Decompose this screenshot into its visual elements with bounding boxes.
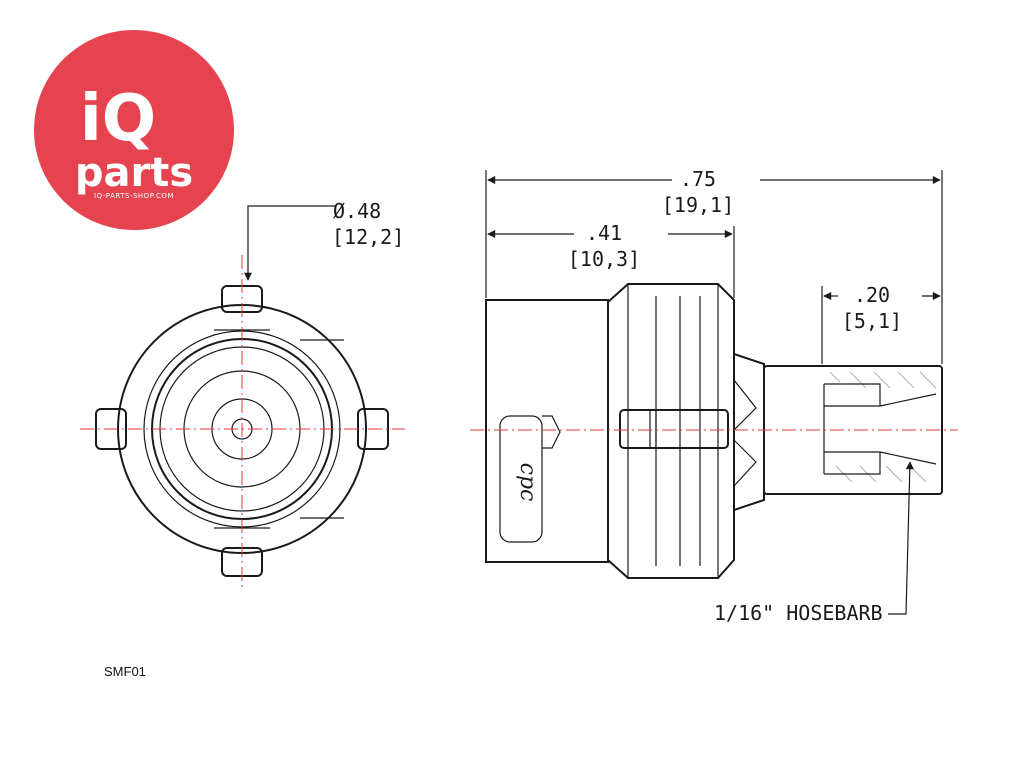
side-view: cpc .75 [19,1] .41 [10,3] .20 [5,1] (470, 167, 958, 625)
neck-cone (733, 379, 757, 487)
barb-mm-label: [5,1] (842, 309, 902, 333)
body-inch-label: .41 (586, 221, 622, 245)
cpc-mark: cpc (515, 463, 540, 502)
diameter-inch-label: Ø.48 (333, 199, 381, 223)
body-mm-label: [10,3] (568, 247, 640, 271)
logo-site-text: IQ-PARTS-SHOP.COM (94, 192, 174, 200)
front-view: Ø.48 [12,2] (80, 199, 405, 590)
grip-ridges (627, 284, 719, 578)
overall-mm-label: [19,1] (662, 193, 734, 217)
barb-inch-label: .20 (854, 283, 890, 307)
latch-button (619, 409, 729, 449)
hosebarb-callout: 1/16" HOSEBARB (714, 601, 883, 625)
logo-parts-text: parts (75, 150, 193, 196)
diameter-leader (244, 205, 335, 281)
logo-slot (499, 415, 543, 543)
logo-circle (34, 30, 234, 230)
diameter-mm-label: [12,2] (332, 225, 404, 249)
iq-parts-logo: iQ parts IQ-PARTS-SHOP.COM (34, 30, 234, 230)
grip-collar (607, 283, 735, 579)
part-code: SMF01 (104, 664, 146, 679)
female-body (485, 299, 609, 563)
neck (733, 353, 765, 511)
extension-lines (485, 170, 943, 364)
barb-hatch (829, 371, 937, 483)
left-lug (95, 408, 127, 450)
barb-profile (823, 374, 943, 486)
logo-iq-text: iQ (80, 82, 156, 156)
overall-inch-label: .75 (680, 167, 716, 191)
latch-button-lines (649, 410, 657, 448)
latch-notch (542, 415, 561, 449)
hosebarb-leader (888, 461, 914, 615)
